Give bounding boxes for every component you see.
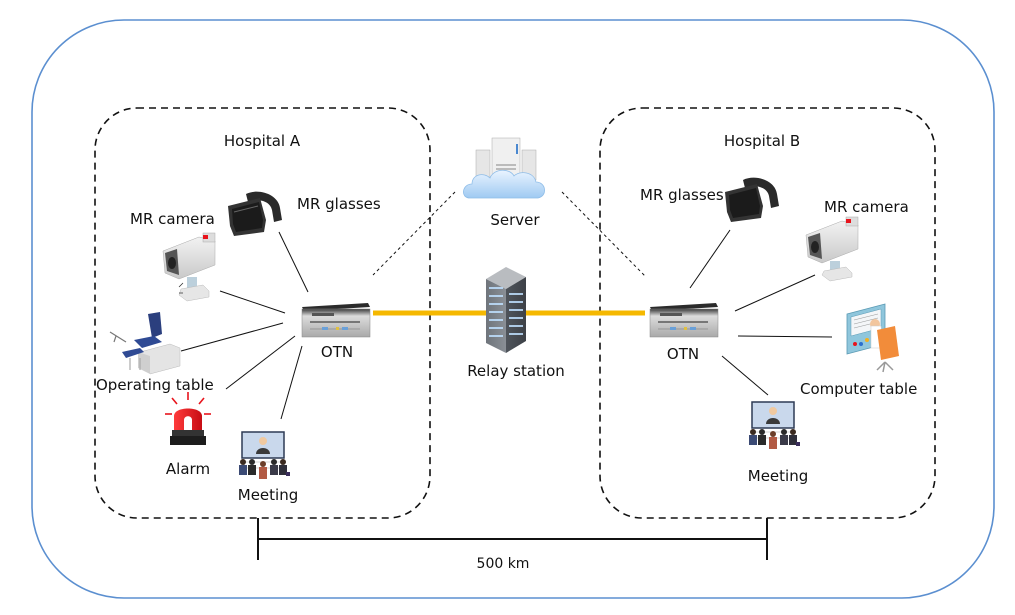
link-otn-b-mr-glasses bbox=[689, 229, 731, 289]
hospital-b-mr-glasses-label: MR glasses bbox=[640, 186, 724, 204]
hospital-b-otn-label: OTN bbox=[667, 345, 699, 363]
mr-camera-icon bbox=[162, 232, 216, 302]
link-otn-b-mr-camera bbox=[734, 274, 816, 312]
link-server-otn-b bbox=[561, 191, 647, 278]
hospital-b-links bbox=[689, 229, 833, 396]
link-otn-a-mr-camera bbox=[219, 290, 286, 314]
link-otn-b-meeting bbox=[721, 355, 769, 396]
hospital-b-mr-camera-label: MR camera bbox=[824, 198, 909, 216]
hospital-a-mr-camera-label: MR camera bbox=[130, 210, 215, 228]
mr-camera-icon bbox=[805, 216, 859, 282]
link-otn-a-mr-glasses bbox=[278, 231, 309, 293]
meeting-icon bbox=[749, 401, 800, 449]
link-otn-a-operating-table bbox=[180, 322, 284, 352]
server-label: Server bbox=[490, 211, 540, 229]
meeting-icon bbox=[239, 431, 290, 479]
alarm-label: Alarm bbox=[166, 460, 210, 478]
mr-glasses-icon bbox=[228, 191, 282, 236]
hospital-b-title: Hospital B bbox=[724, 132, 800, 150]
link-server-otn-a bbox=[372, 191, 456, 276]
server-links bbox=[372, 191, 647, 278]
server-cloud-icon bbox=[463, 137, 545, 199]
link-otn-a-meeting bbox=[280, 345, 303, 420]
relay-station-label: Relay station bbox=[467, 362, 565, 380]
hospital-a-meeting-label: Meeting bbox=[238, 486, 298, 504]
hospital-a-otn-label: OTN bbox=[321, 343, 353, 361]
operating-table-label: Operating table bbox=[96, 376, 214, 394]
computer-table-icon bbox=[846, 303, 899, 373]
hospital-a-title: Hospital A bbox=[224, 132, 301, 150]
otn-switch-icon bbox=[301, 303, 371, 338]
distance-scale bbox=[257, 518, 768, 560]
hospital-a-links bbox=[180, 231, 309, 420]
link-otn-b-computer-table bbox=[737, 335, 833, 338]
hospital-a-mr-glasses-label: MR glasses bbox=[297, 195, 381, 213]
hospital-a-boundary bbox=[94, 107, 431, 519]
hospital-b-meeting-label: Meeting bbox=[748, 467, 808, 485]
mr-glasses-icon bbox=[725, 177, 779, 222]
computer-table-label: Computer table bbox=[800, 380, 917, 398]
otn-switch-icon bbox=[649, 303, 719, 338]
outer-network-boundary bbox=[31, 19, 995, 599]
relay-station-building-icon bbox=[486, 267, 526, 353]
alarm-icon bbox=[165, 392, 211, 445]
distance-label: 500 km bbox=[477, 556, 530, 572]
operating-table-icon bbox=[109, 312, 181, 375]
link-otn-a-alarm bbox=[225, 335, 296, 390]
